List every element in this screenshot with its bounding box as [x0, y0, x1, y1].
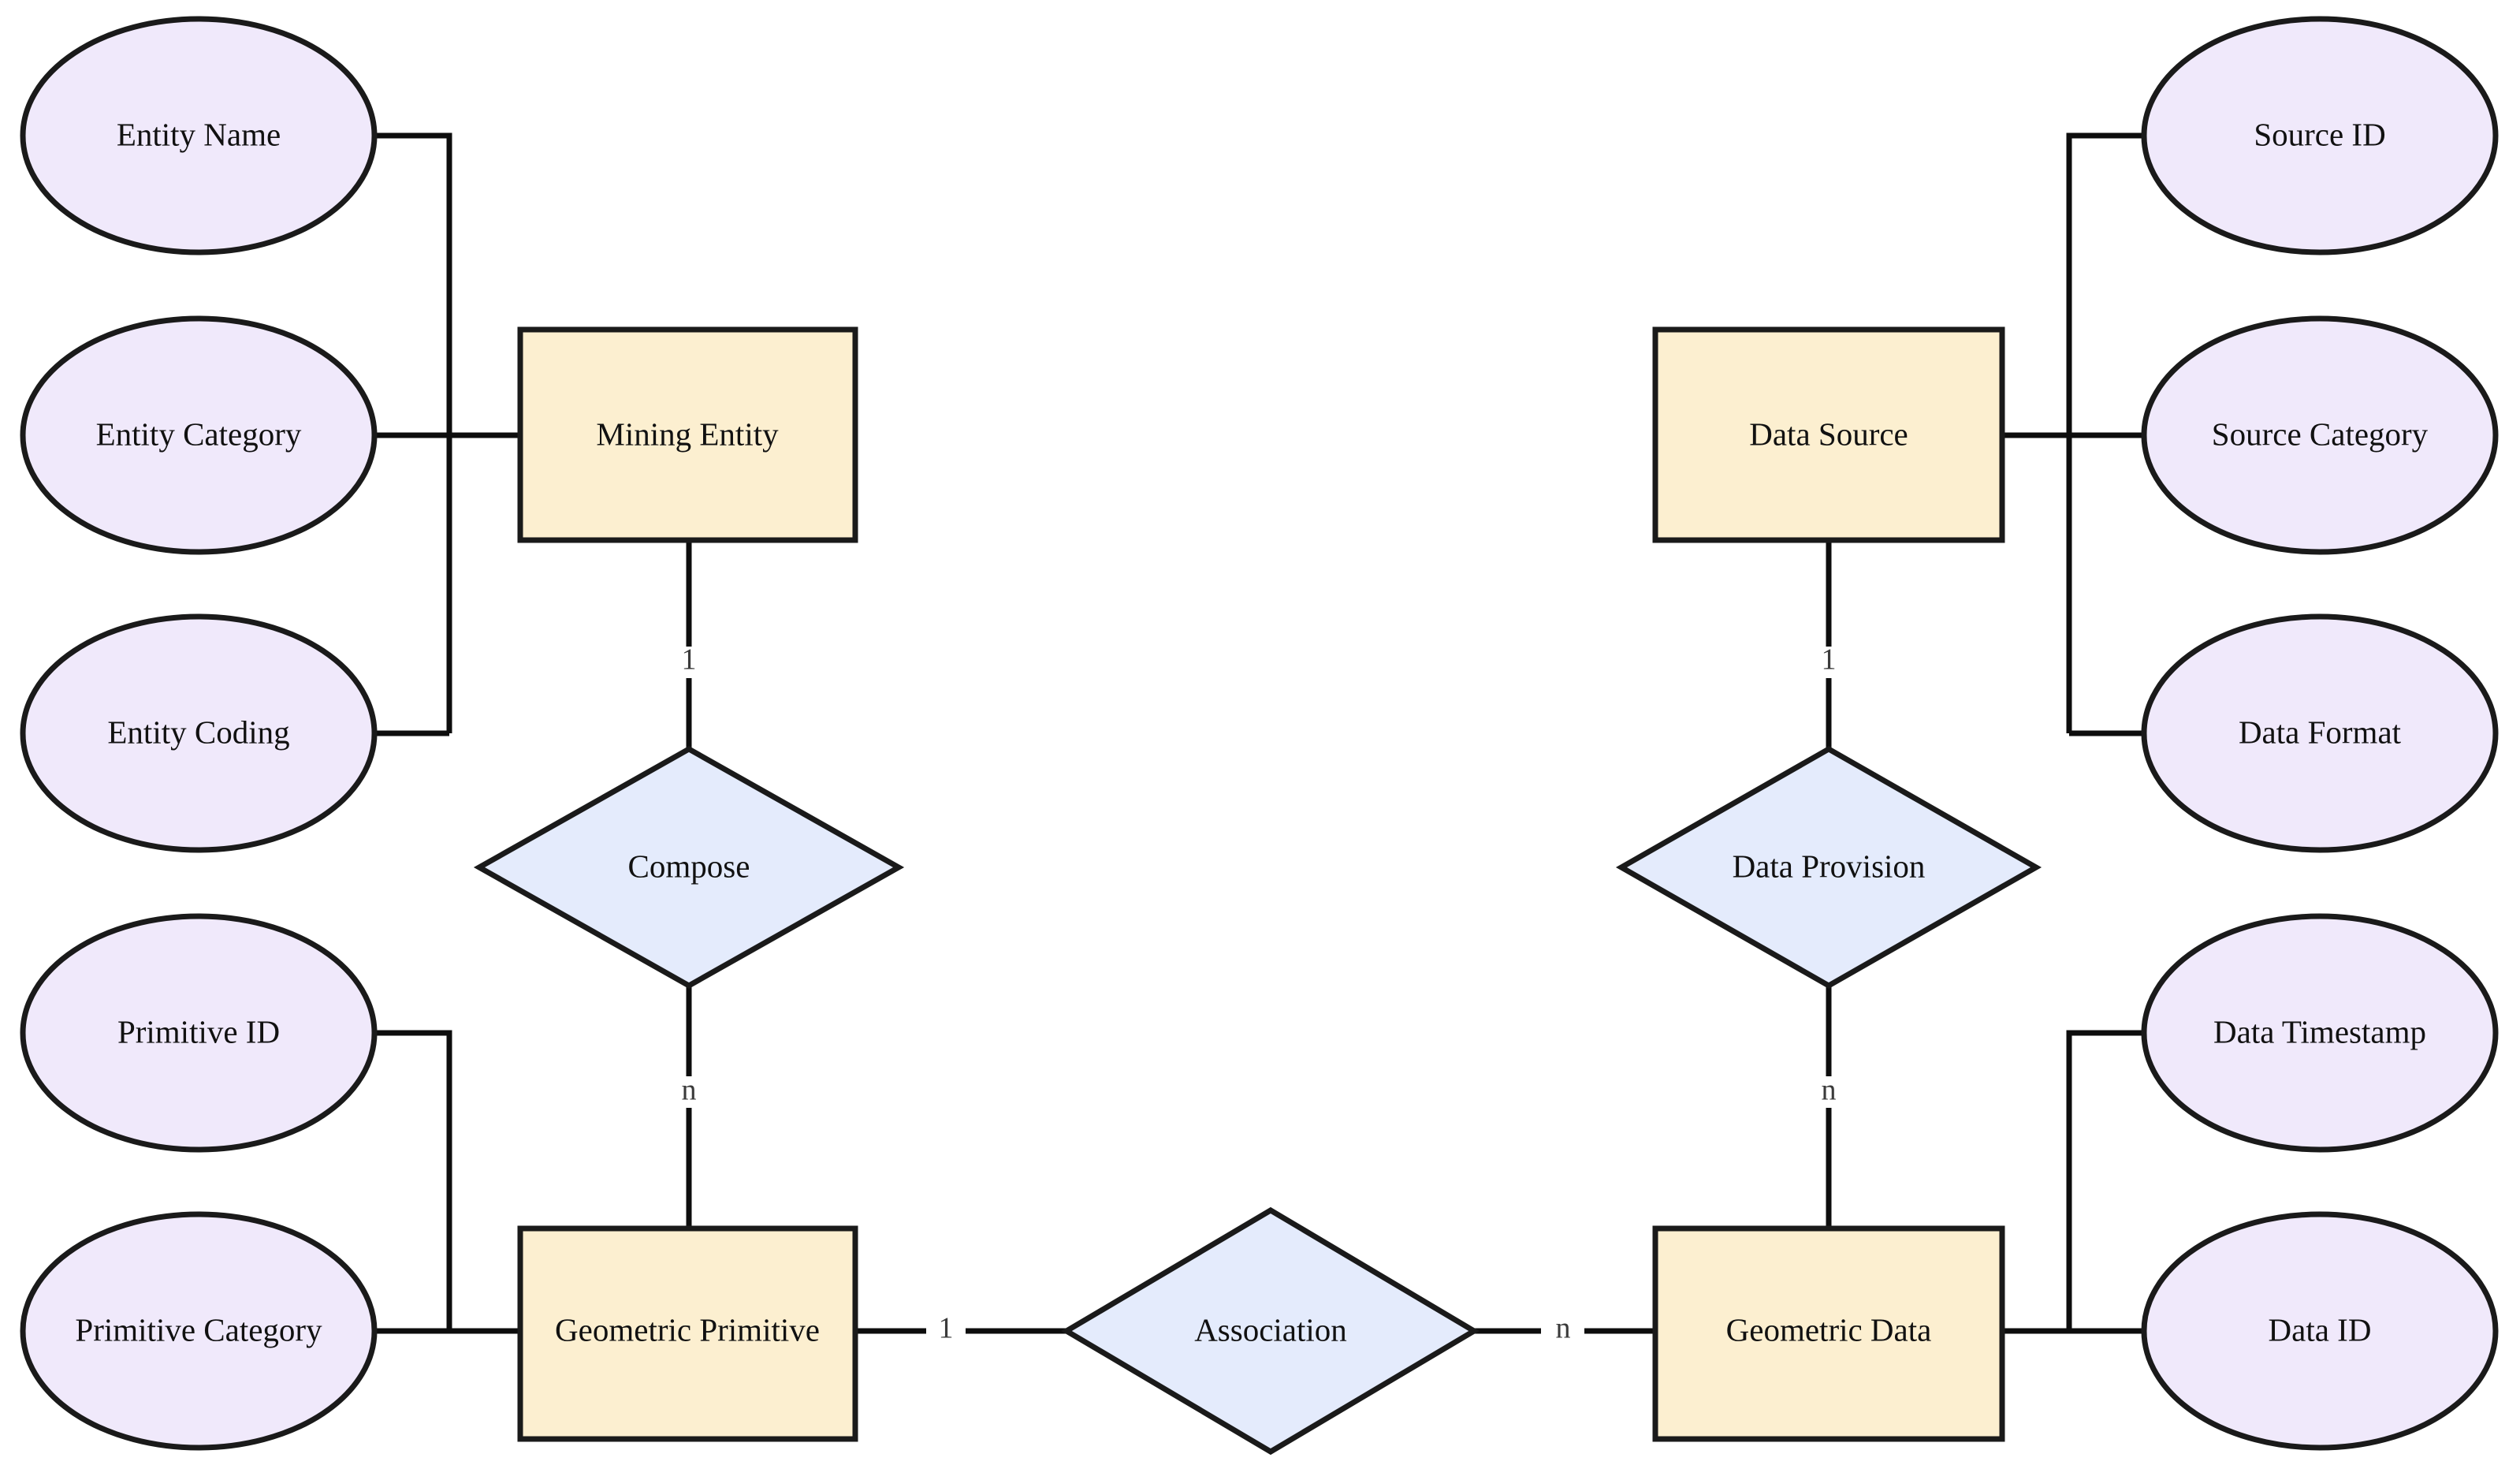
relationship-node-compose[interactable]: Compose	[473, 745, 905, 990]
attribute-label-entity-category: Entity Category	[96, 416, 302, 452]
cardinality-layer: 1 n 1 n 1 n	[682, 643, 1837, 1345]
attribute-node-entity-coding[interactable]: Entity Coding	[20, 613, 378, 853]
cardinality-mining-entity-compose: 1	[682, 643, 697, 677]
relationship-label-compose: Compose	[628, 848, 750, 884]
ellipse-shape	[2141, 315, 2499, 555]
attribute-node-entity-category[interactable]: Entity Category	[20, 315, 378, 555]
rect-shape	[517, 1225, 858, 1442]
ellipse-shape	[2141, 1211, 2499, 1451]
ellipse-shape	[20, 315, 378, 555]
attribute-label-source-id: Source ID	[2254, 116, 2385, 152]
attribute-label-entity-name: Entity Name	[117, 116, 281, 152]
attribute-label-primitive-category: Primitive Category	[75, 1311, 322, 1348]
cardinality-geometric-primitive-association: 1	[939, 1312, 954, 1345]
entity-node-mining-entity[interactable]: Mining Entity	[517, 326, 858, 543]
entity-node-geometric-data[interactable]: Geometric Data	[1652, 1225, 2005, 1442]
attribute-label-source-category: Source Category	[2212, 416, 2429, 452]
attribute-node-data-format[interactable]: Data Format	[2141, 613, 2499, 853]
edge-data-timestamp-to-geometric-data	[2066, 1030, 2144, 1331]
entity-label-data-source: Data Source	[1749, 416, 1908, 452]
entity-node-data-source[interactable]: Data Source	[1652, 326, 2005, 543]
attribute-label-primitive-id: Primitive ID	[117, 1013, 280, 1049]
attribute-layer: Entity Name Entity Category Entity Codin…	[20, 16, 2499, 1451]
diamond-shape	[473, 745, 905, 990]
cardinality-compose-geometric-primitive: n	[682, 1074, 697, 1107]
relationship-node-association[interactable]: Association	[1061, 1206, 1480, 1456]
edge-source-id-to-data-source	[2066, 132, 2144, 733]
attribute-label-data-format: Data Format	[2239, 714, 2402, 750]
relationship-label-data-provision: Data Provision	[1733, 848, 1926, 884]
diamond-shape	[1061, 1206, 1480, 1456]
connector-layer	[374, 132, 2144, 1334]
attribute-node-source-id[interactable]: Source ID	[2141, 16, 2499, 255]
cardinality-association-geometric-data: n	[1556, 1312, 1571, 1345]
attribute-node-entity-name[interactable]: Entity Name	[20, 16, 378, 255]
entity-label-geometric-data: Geometric Data	[1726, 1311, 1932, 1348]
ellipse-shape	[2141, 613, 2499, 853]
attribute-node-data-timestamp[interactable]: Data Timestamp	[2141, 913, 2499, 1153]
attribute-node-data-id[interactable]: Data ID	[2141, 1211, 2499, 1451]
relationship-layer: Compose Association Data Provision	[473, 745, 2042, 1456]
rect-shape	[1652, 1225, 2005, 1442]
ellipse-shape	[2141, 913, 2499, 1153]
cardinality-data-provision-geometric-data: n	[1822, 1074, 1837, 1107]
relationship-node-data-provision[interactable]: Data Provision	[1615, 745, 2042, 990]
attribute-node-primitive-category[interactable]: Primitive Category	[20, 1211, 378, 1451]
attribute-node-source-category[interactable]: Source Category	[2141, 315, 2499, 555]
edge-entity-name-to-mining-entity	[374, 132, 452, 733]
diamond-shape	[1615, 745, 2042, 990]
cardinality-data-source-data-provision: 1	[1822, 643, 1837, 677]
attribute-node-primitive-id[interactable]: Primitive ID	[20, 913, 378, 1153]
edge-primitive-id-to-geometric-primitive	[374, 1030, 452, 1331]
ellipse-shape	[20, 16, 378, 255]
attribute-label-data-id: Data ID	[2269, 1311, 2372, 1348]
ellipse-shape	[20, 613, 378, 853]
entity-label-geometric-primitive: Geometric Primitive	[555, 1311, 820, 1348]
entity-node-geometric-primitive[interactable]: Geometric Primitive	[517, 1225, 858, 1442]
ellipse-shape	[20, 913, 378, 1153]
attribute-label-data-timestamp: Data Timestamp	[2213, 1013, 2426, 1049]
rect-shape	[1652, 326, 2005, 543]
attribute-label-entity-coding: Entity Coding	[107, 714, 289, 750]
ellipse-shape	[2141, 16, 2499, 255]
relationship-label-association: Association	[1194, 1311, 1347, 1348]
entity-layer: Mining Entity Geometric Primitive Data S…	[517, 326, 2005, 1442]
rect-shape	[517, 326, 858, 543]
ellipse-shape	[20, 1211, 378, 1451]
entity-label-mining-entity: Mining Entity	[596, 416, 779, 452]
